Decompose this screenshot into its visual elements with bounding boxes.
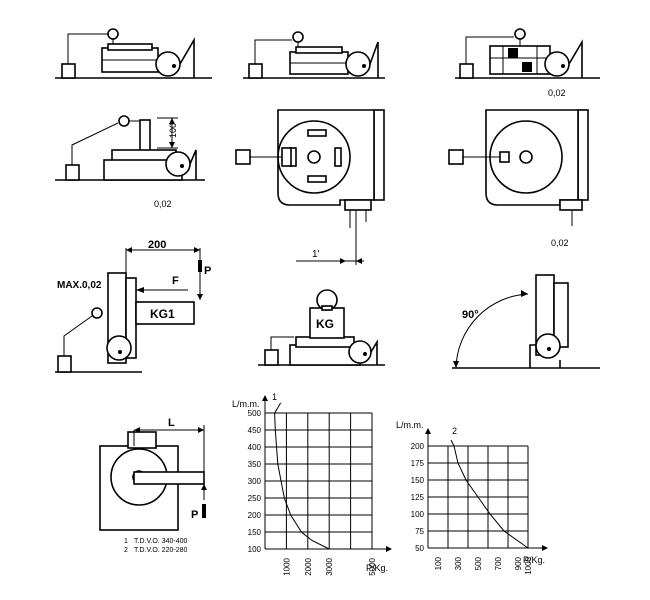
x-tick-label: 500 (474, 556, 483, 570)
y-tick-label: 450 (248, 426, 262, 435)
legend-text-1: T.D.V.O. 340-400 (134, 538, 188, 545)
chart-1-series-line (274, 412, 330, 550)
chart-2-series-label: 2 (452, 426, 457, 436)
chart-1-series-label: 1 (272, 392, 277, 402)
chart-1-ticks: 100 150 200 250 300 350 400 450 500 1000 2000 3000 5… (248, 409, 377, 576)
legend-num-2: 2 (124, 547, 128, 554)
dim-l-label: L (168, 417, 175, 429)
x-tick-label: 900 (514, 556, 523, 570)
x-axis-arrow (542, 545, 548, 551)
fig-r3c2 (258, 289, 385, 366)
fig-r1c3 (455, 28, 600, 79)
x-tick-label: 1000 (282, 557, 291, 575)
fig-r1c1 (55, 28, 212, 79)
chart-2-grid (425, 428, 548, 551)
y-tick-label: 250 (248, 494, 262, 503)
y-tick-label: 175 (411, 459, 425, 468)
y-tick-label: 100 (248, 545, 262, 554)
fig-r4c1 (99, 425, 207, 531)
y-tick-label: 400 (248, 443, 262, 452)
force-p2-label: P (191, 509, 198, 521)
fig-r3c1 (55, 247, 203, 373)
chart-1: 100 150 200 250 300 350 400 450 500 1000 2000 3000 5… (232, 392, 392, 576)
weight-kg1-label: KG1 (150, 307, 175, 321)
chart-1-xlabel: P/Kg. (366, 563, 388, 573)
weight-kg-label: KG (316, 317, 334, 331)
y-tick-label: 300 (248, 477, 262, 486)
chart-1-ylabel: L/m.m. (232, 399, 260, 409)
x-tick-label: 3000 (325, 557, 334, 575)
series-leader (274, 402, 282, 414)
y-tick-label: 200 (411, 442, 425, 451)
x-axis-arrow (386, 546, 392, 552)
x-tick-label: 2000 (304, 557, 313, 575)
y-tick-label: 350 (248, 460, 262, 469)
dim-1-minute: 1' (312, 249, 320, 260)
y-tick-label: 125 (411, 493, 425, 502)
chart-2-ylabel: L/m.m. (396, 420, 424, 430)
x-tick-label: 300 (454, 556, 463, 570)
legend-text-2: T.D.V.O. 220-280 (134, 547, 188, 554)
fig-r2c1 (55, 115, 205, 181)
force-p-label: P (204, 265, 211, 277)
x-tick-label: 1000 (524, 556, 533, 574)
legend: 1 T.D.V.O. 340-400 2 T.D.V.O. 220-280 (124, 538, 188, 554)
angle-90-label: 90° (462, 309, 479, 321)
force-f-label: F (172, 275, 179, 287)
value-label-r2c3: 0,02 (551, 238, 569, 248)
y-tick-label: 500 (248, 409, 262, 418)
y-tick-label: 75 (415, 527, 424, 536)
y-tick-label: 200 (248, 511, 262, 520)
chart-1-grid (262, 395, 392, 552)
y-axis-arrow (262, 395, 268, 401)
value-label-r1c3: 0,02 (548, 88, 566, 98)
y-tick-label: 150 (411, 476, 425, 485)
legend-num-1: 1 (124, 538, 128, 545)
x-tick-label: 5000 (368, 557, 377, 575)
chart-2-series-line (453, 445, 529, 549)
dim-200: 200 (148, 239, 166, 251)
max-label: MAX.0,02 (57, 280, 102, 291)
y-tick-label: 100 (411, 510, 425, 519)
series-leader (450, 439, 455, 447)
y-tick-label: 150 (248, 528, 262, 537)
fig-r2c2 (235, 109, 385, 265)
value-label-r2c1: 0,02 (154, 199, 172, 209)
fig-r3c3 (452, 274, 600, 369)
x-tick-label: 700 (494, 556, 503, 570)
dim-100: 100 (168, 123, 178, 138)
x-tick-label: 100 (434, 556, 443, 570)
fig-r2c3 (448, 109, 589, 226)
y-tick-label: 50 (415, 544, 424, 553)
fig-r1c2 (243, 31, 385, 79)
chart-2-xlabel: P/Kg. (523, 555, 545, 565)
y-axis-arrow (425, 428, 431, 434)
